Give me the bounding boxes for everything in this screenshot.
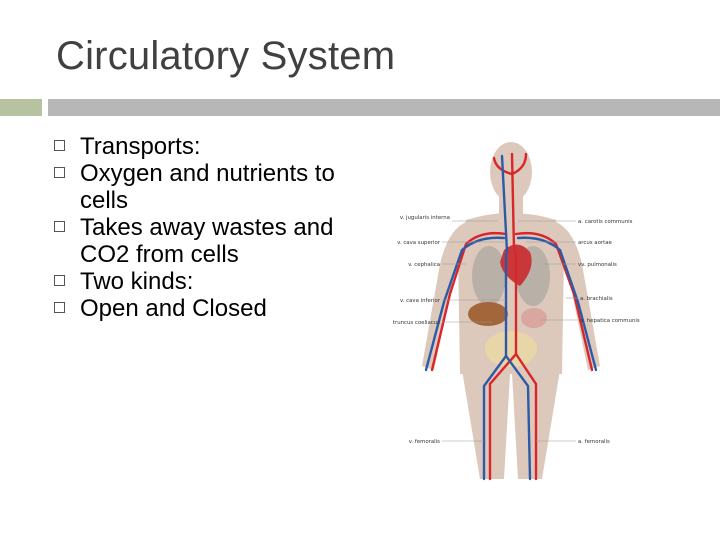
lungs [472, 246, 506, 306]
right-labels: a. carotis communis arcus aortae vv. pul… [578, 219, 640, 445]
diagram-label: a. femoralis [578, 439, 610, 445]
title-accent-bar [0, 99, 42, 116]
diagram-label: v. cava inferior [400, 298, 441, 304]
arteries [430, 152, 594, 481]
body-silhouette [422, 142, 600, 479]
diagram-label: v. jugularis interna [400, 215, 450, 221]
stomach [521, 308, 547, 328]
bullet-item: Two kinds: [50, 268, 370, 295]
square-bullet-icon [54, 302, 65, 313]
slide-title: Circulatory System [56, 34, 396, 78]
diagram-label: a. hepatica communis [580, 318, 640, 324]
bullet-item: Oxygen and nutrients to cells [50, 160, 370, 214]
bullet-item: Transports: [50, 133, 370, 160]
title-divider-bar [48, 99, 720, 116]
diagram-label: a. carotis communis [578, 219, 633, 225]
diagram-label: vv. pulmonalis [578, 262, 617, 268]
bullet-item: Open and Closed [50, 295, 370, 322]
label-leader-lines [442, 220, 578, 442]
diagram-label: arcus aortae [578, 240, 613, 246]
bullet-list: Transports: Oxygen and nutrients to cell… [50, 133, 370, 322]
square-bullet-icon [54, 275, 65, 286]
diagram-label: v. cava superior [397, 240, 441, 246]
left-labels: v. jugularis interna v. cava superior v.… [393, 215, 450, 445]
diagram-label: truncus coeliacus [393, 320, 440, 326]
diagram-label: a. brachialis [580, 296, 613, 302]
bullet-item: Takes away wastes and CO2 from cells [50, 214, 370, 268]
intestines [485, 331, 537, 367]
square-bullet-icon [54, 221, 65, 232]
square-bullet-icon [54, 140, 65, 151]
diagram-label: v. cephalica [408, 262, 440, 268]
liver [468, 302, 508, 326]
diagram-label: v. femoralis [409, 439, 440, 445]
square-bullet-icon [54, 167, 65, 178]
circulatory-system-diagram: v. jugularis interna v. cava superior v.… [393, 142, 640, 481]
